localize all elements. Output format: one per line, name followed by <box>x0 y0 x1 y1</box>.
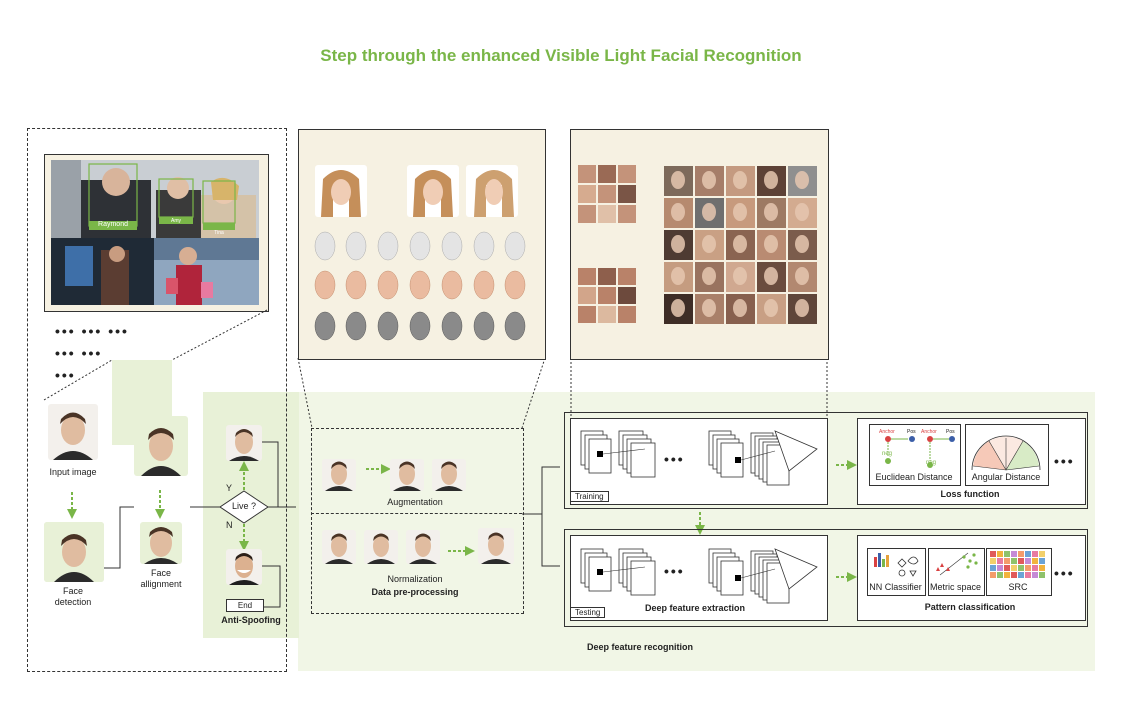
metric-space-box <box>928 548 985 596</box>
aug-small-1 <box>322 459 356 491</box>
neg-label-1: neg <box>882 451 893 457</box>
training-row <box>564 412 1088 509</box>
aug-small-2 <box>390 459 424 491</box>
pos-label-1: Pos <box>907 429 916 435</box>
norm-face-1 <box>322 530 356 564</box>
nn-classifier-icon <box>874 553 919 577</box>
face-patches-bottom <box>578 268 636 323</box>
aug-face-original <box>315 165 367 217</box>
detection-photos <box>51 160 259 305</box>
alignment-input-face <box>134 416 188 476</box>
src-label: SRC <box>1008 582 1028 592</box>
anchor-label-2: Anchor <box>921 429 937 435</box>
training-ellipsis: ••• <box>664 451 685 467</box>
nn-classifier-label: NN Classifier <box>869 582 922 592</box>
photo-label-amy: Amy <box>171 218 181 224</box>
input-image <box>48 404 98 460</box>
src-matrix-icon <box>990 551 1045 578</box>
euclidean-box <box>869 424 961 486</box>
euclidean-diagram <box>885 436 955 468</box>
pattern-classification-label: Pattern classification <box>924 602 1016 612</box>
angular-diagram <box>971 435 1041 471</box>
augmentation-label: Augmentation <box>387 497 443 507</box>
preprocessing-label: Data pre-processing <box>371 587 459 597</box>
loss-ellipsis: ••• <box>1054 453 1075 469</box>
no-label: N <box>226 520 233 530</box>
deep-feature-recognition-label: Deep feature recognition <box>586 642 694 652</box>
metric-space-icon <box>936 552 978 576</box>
euclidean-label: Euclidean Distance <box>875 472 953 482</box>
live-face <box>226 425 262 461</box>
norm-face-3 <box>406 530 440 564</box>
aug-small-3 <box>432 459 466 491</box>
spoof-face <box>226 549 262 585</box>
norm-face-2 <box>364 530 398 564</box>
testing-ellipsis: ••• <box>664 563 685 579</box>
anti-spoofing-label: Anti-Spoofing <box>221 615 281 625</box>
angular-label: Angular Distance <box>971 472 1041 482</box>
input-image-label: Input image <box>49 467 97 477</box>
feature-extraction-label: Deep feature extraction <box>644 603 746 613</box>
live-decision: Live ? <box>231 501 257 511</box>
aligned-face <box>140 522 182 564</box>
loss-function-label: Loss function <box>940 489 1000 499</box>
testing-tag: Testing <box>570 607 606 618</box>
metric-space-label: Metric space <box>929 582 982 592</box>
detection-face <box>44 522 104 582</box>
aug-face-frontal <box>407 165 459 217</box>
training-cnn <box>580 430 818 486</box>
alignment-label: Face allignment <box>140 568 182 589</box>
norm-face-output <box>478 528 514 564</box>
photo-label-raymond: Raymond <box>98 221 128 228</box>
preprocessing-box <box>311 428 524 614</box>
anchor-label-1: Anchor <box>879 429 895 435</box>
detection-label: Face detection <box>54 586 92 607</box>
ellipsis-row-2: ••• ••• <box>55 345 103 361</box>
pos-label-2: Pos <box>946 429 955 435</box>
ellipsis-row-3: ••• <box>55 367 76 383</box>
end-box: End <box>226 599 264 612</box>
testing-cnn <box>580 548 818 604</box>
left-dashed-panel <box>27 128 287 672</box>
face-dataset-grid <box>664 166 817 324</box>
aug-face-side <box>466 165 518 217</box>
head-model-grid <box>314 231 526 341</box>
training-tag: Training <box>570 491 609 502</box>
nn-classifier-box <box>867 548 926 596</box>
normalization-label: Normalization <box>387 574 443 584</box>
preprocessing-divider <box>311 513 522 514</box>
ellipsis-row-1: ••• ••• ••• <box>55 323 129 339</box>
pattern-ellipsis: ••• <box>1054 565 1075 581</box>
testing-row <box>564 529 1088 627</box>
page-title: Step through the enhanced Visible Light … <box>320 46 802 65</box>
yes-label: Y <box>226 483 233 493</box>
neg-label-2: neg <box>926 460 937 466</box>
photo-label-tina: Tina <box>214 230 224 236</box>
face-patches-top <box>578 165 636 223</box>
